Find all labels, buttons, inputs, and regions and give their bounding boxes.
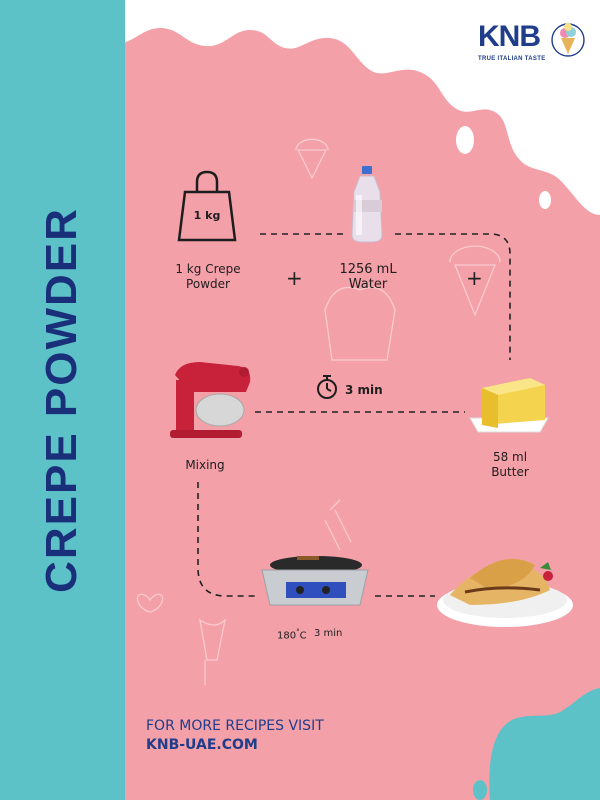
crepes-plate-icon xyxy=(437,558,573,627)
temp-degree: ° xyxy=(296,628,300,636)
kng-cone-logo-icon xyxy=(551,23,585,57)
bag-weight-text: 1 kg xyxy=(194,209,221,222)
stand-mixer-icon xyxy=(170,362,251,438)
crepe-maker-icon xyxy=(261,556,369,606)
brand-tagline: TRUE ITALIAN TASTE xyxy=(478,56,546,62)
plus-sign: + xyxy=(466,266,483,290)
shopping-bag-icon xyxy=(177,170,237,242)
sidebar xyxy=(0,0,125,800)
footer-website-link[interactable]: KNB-UAE.COM xyxy=(146,737,258,753)
mixing-label: Mixing xyxy=(185,458,225,472)
powder-label-line1: 1 kg Crepe xyxy=(175,262,241,276)
white-drip-shape xyxy=(125,0,600,215)
teal-blob-shape xyxy=(489,688,600,800)
brand-logo[interactable]: KNB TRUE ITALIAN TASTE xyxy=(478,18,588,68)
butter-label: 58 ml Butter xyxy=(470,450,550,480)
water-label-line2: Water xyxy=(348,277,388,292)
butter-label-line1: 58 ml xyxy=(492,450,528,464)
cooking-temperature: 180°C xyxy=(277,628,307,641)
mixing-time-text: 3 min xyxy=(345,383,383,397)
water-label-line1: 1256 mL xyxy=(339,262,397,277)
plus-sign: + xyxy=(286,266,303,290)
water-label: 1256 mL Water xyxy=(328,262,408,292)
cooking-time: 3 min xyxy=(314,628,343,639)
butter-label-line2: Butter xyxy=(491,465,529,479)
temp-unit: C xyxy=(299,630,307,642)
temp-value: 180 xyxy=(277,630,297,642)
footer-text: FOR MORE RECIPES VISIT xyxy=(146,718,324,734)
butter-icon xyxy=(469,378,549,433)
powder-label: 1 kg Crepe Powder xyxy=(168,262,248,292)
water-bottle-icon xyxy=(351,166,383,243)
powder-label-line2: Powder xyxy=(186,277,230,291)
brand-name: KNB xyxy=(478,20,541,53)
stopwatch-icon xyxy=(317,375,337,399)
